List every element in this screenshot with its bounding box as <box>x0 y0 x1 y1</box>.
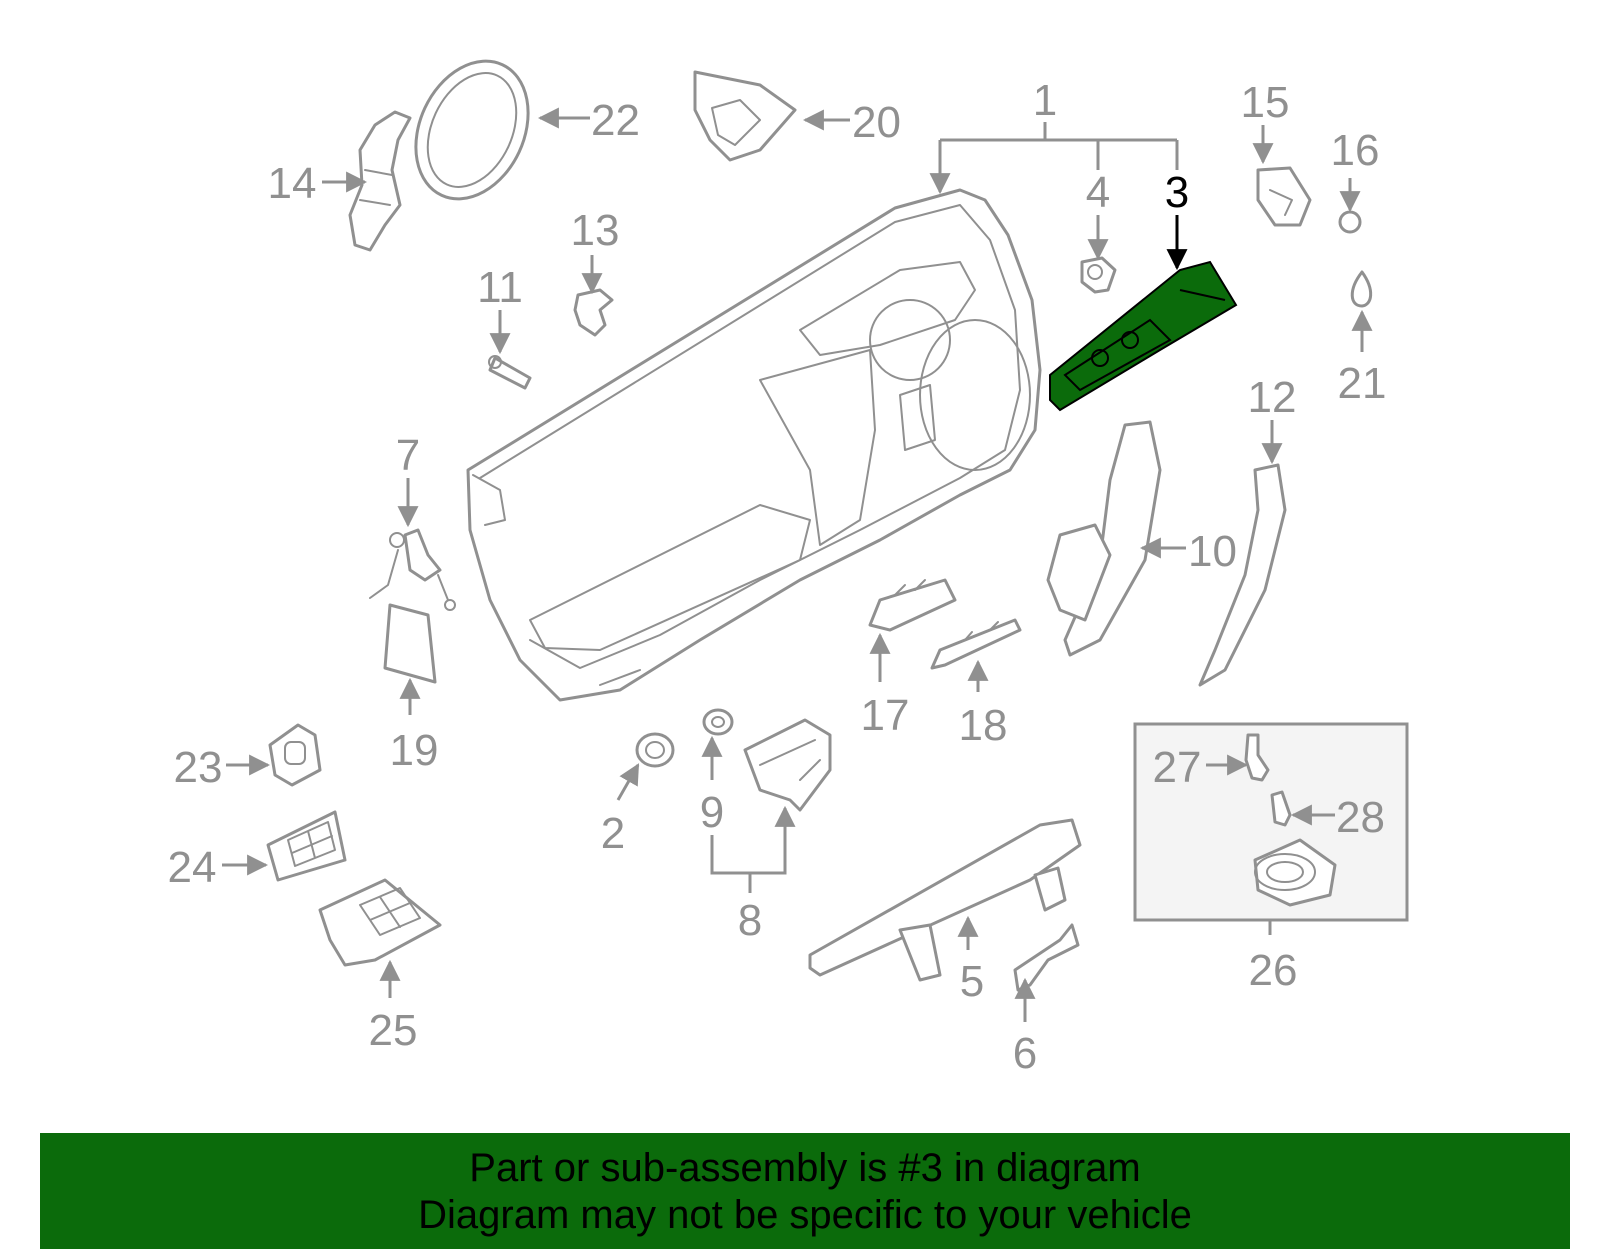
grille-part-24[interactable] <box>266 810 347 882</box>
callout-1: 1 <box>1033 76 1057 125</box>
callout-16: 16 <box>1331 126 1380 175</box>
vent-part-25[interactable] <box>318 878 442 967</box>
cap-part-21[interactable] <box>1350 270 1373 308</box>
callout-3: 3 <box>1165 168 1189 217</box>
callout-6: 6 <box>1013 1029 1037 1078</box>
callout-26: 26 <box>1249 946 1298 995</box>
wiring-part-7[interactable] <box>369 528 456 611</box>
callout-25: 25 <box>369 1006 418 1055</box>
callout-8: 8 <box>738 896 762 945</box>
callout-14: 14 <box>268 159 317 208</box>
callout-4: 4 <box>1086 168 1110 217</box>
callout-27: 27 <box>1153 743 1202 792</box>
callout-9: 9 <box>700 788 724 837</box>
callout-10: 10 <box>1188 527 1237 576</box>
clip-part-4[interactable] <box>1080 256 1117 294</box>
handle-part-10[interactable] <box>1046 420 1162 657</box>
callout-22: 22 <box>591 96 640 145</box>
speaker-ring-part-22[interactable] <box>394 43 549 217</box>
trim-part-20[interactable] <box>693 70 797 162</box>
pin-part-11[interactable] <box>488 355 532 390</box>
callout-7: 7 <box>396 431 420 480</box>
callout-15: 15 <box>1241 78 1290 127</box>
switch-part-23[interactable] <box>268 723 322 787</box>
callout-17: 17 <box>861 691 910 740</box>
housing-part-8[interactable] <box>743 718 832 812</box>
callout-23: 23 <box>174 743 223 792</box>
callout-12: 12 <box>1248 373 1297 422</box>
grommet-part-9[interactable] <box>702 708 734 736</box>
callout-2: 2 <box>601 809 625 858</box>
switch-panel-part-3-highlighted[interactable] <box>1049 260 1238 412</box>
leader-lines <box>222 107 1373 1022</box>
trim-strip-part-12[interactable] <box>1198 463 1287 687</box>
callout-28: 28 <box>1336 793 1385 842</box>
banner-line-2: Diagram may not be specific to your vehi… <box>418 1193 1192 1237</box>
cover-part-15[interactable] <box>1256 166 1312 227</box>
inset-box-26 <box>1133 722 1409 922</box>
callout-labels: 1 2 3 4 5 6 7 8 9 10 11 12 13 14 15 16 1… <box>168 76 1387 1078</box>
callout-24: 24 <box>168 843 217 892</box>
lock-knob-part-26[interactable] <box>1253 838 1337 907</box>
bezel-part-17[interactable] <box>868 578 957 632</box>
callout-18: 18 <box>959 701 1008 750</box>
foil-part-19[interactable] <box>383 603 437 684</box>
clip-part-13[interactable] <box>573 288 614 337</box>
door-panel-part-1[interactable] <box>466 188 1042 702</box>
info-banner: Part or sub-assembly is #3 in diagram Di… <box>40 1133 1570 1249</box>
bracket-part-14[interactable] <box>348 110 412 252</box>
callout-21: 21 <box>1338 359 1387 408</box>
pin-part-28[interactable] <box>1270 790 1292 827</box>
callout-5: 5 <box>960 957 984 1006</box>
banner-line-1: Part or sub-assembly is #3 in diagram <box>469 1146 1141 1190</box>
trim-part-18[interactable] <box>930 618 1022 670</box>
callout-11: 11 <box>477 263 523 312</box>
armrest-part-5[interactable] <box>808 818 1082 982</box>
grommet-part-16[interactable] <box>1338 210 1362 234</box>
bushing-part-2[interactable] <box>635 732 675 768</box>
callout-13: 13 <box>571 206 620 255</box>
callout-19: 19 <box>390 726 439 775</box>
callout-20: 20 <box>852 98 901 147</box>
